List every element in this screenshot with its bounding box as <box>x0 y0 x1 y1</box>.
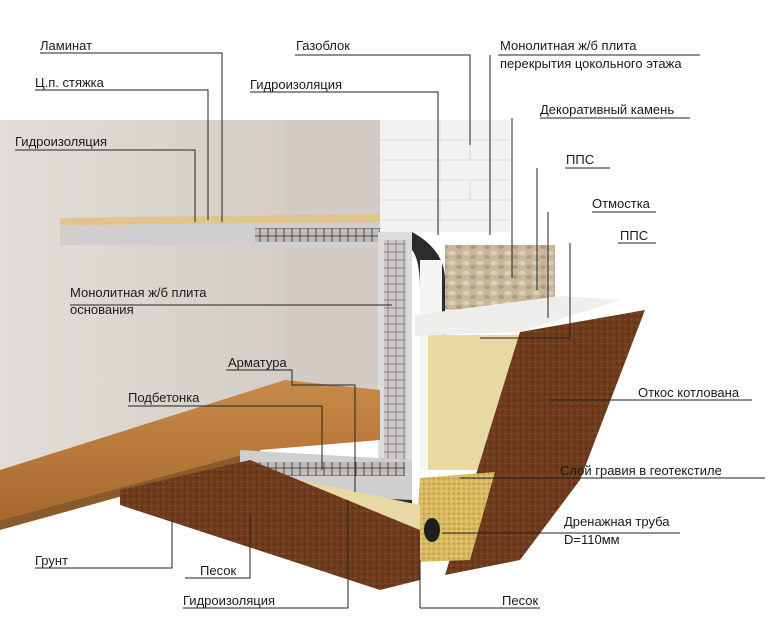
drain-pipe <box>424 518 440 542</box>
upper-laminate <box>60 214 380 225</box>
label-pit-slope: Откос котлована <box>638 385 740 400</box>
label-gravel: Слой гравия в геотекстиле <box>560 463 722 478</box>
blind-area <box>415 296 620 336</box>
label-pps-mid: ППС <box>620 228 649 243</box>
label-slab-base-1: Монолитная ж/б плита <box>70 285 207 300</box>
label-waterproof-top: Гидроизоляция <box>250 77 343 92</box>
pit-slope <box>445 310 645 575</box>
gasblock-wall <box>380 120 510 232</box>
label-gasblock: Газоблок <box>296 38 350 53</box>
upper-slab-rebar <box>255 228 405 242</box>
label-slab-base-2: основания <box>70 302 134 317</box>
label-slab-top-2: перекрытия цокольного этажа <box>500 56 682 71</box>
label-waterproof-left: Гидроизоляция <box>15 134 108 149</box>
label-waterproof-bottom: Гидроизоляция <box>183 593 276 608</box>
label-drain-2: D=110мм <box>564 532 620 547</box>
label-screed: Ц.п. стяжка <box>35 75 104 90</box>
label-sand-left: Песок <box>200 563 237 578</box>
label-deco-stone: Декоративный камень <box>540 102 675 117</box>
label-laminate: Ламинат <box>40 38 93 53</box>
label-ground: Грунт <box>35 553 69 568</box>
foundation-wall-rebar <box>384 240 406 475</box>
label-pps-top: ППС <box>566 152 595 167</box>
decorative-stone <box>445 245 555 310</box>
label-slab-top-1: Монолитная ж/б плита <box>500 38 637 53</box>
basement-floor <box>0 380 380 520</box>
label-sand-right: Песок <box>502 593 539 608</box>
label-drain-1: Дренажная труба <box>564 514 670 529</box>
ground-block <box>120 460 420 590</box>
side-wall <box>285 120 380 390</box>
leader-lines <box>15 52 765 609</box>
label-concrete-prep: Подбетонка <box>128 390 200 405</box>
label-rebar: Арматура <box>228 355 287 370</box>
base-slab-rebar <box>255 462 405 476</box>
label-blind-area: Отмостка <box>592 196 650 211</box>
